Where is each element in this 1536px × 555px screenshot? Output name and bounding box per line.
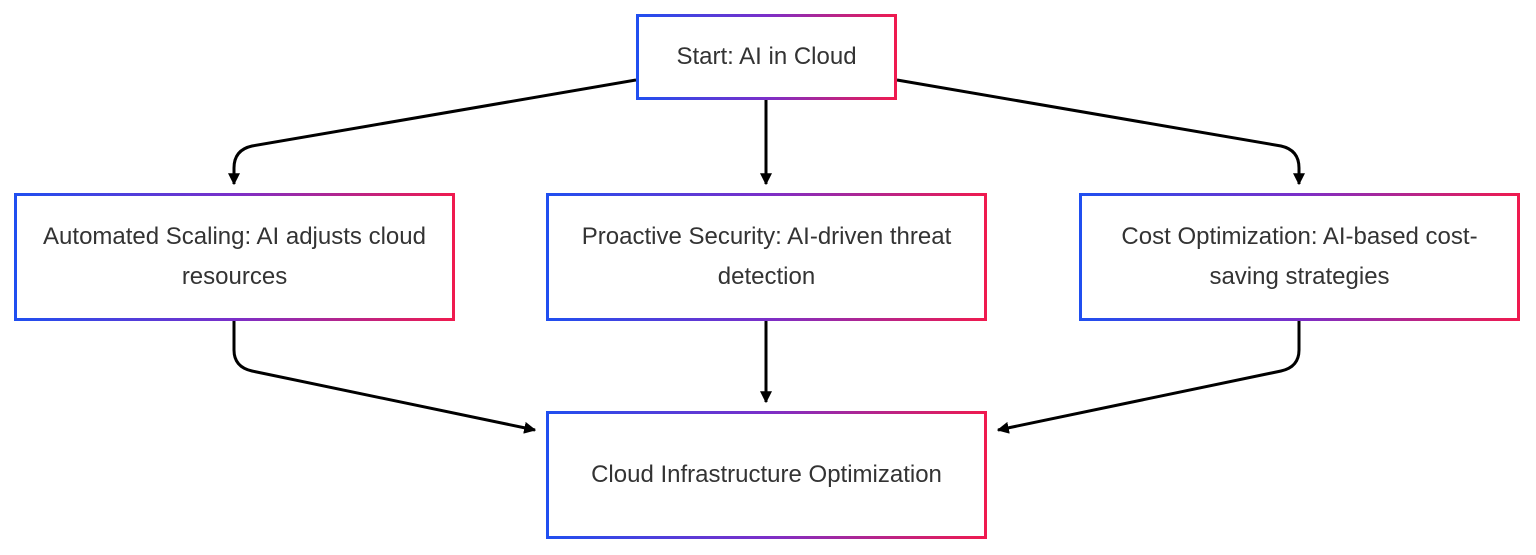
cloud-infrastructure-optimization-label: Cloud Infrastructure Optimization (591, 461, 942, 488)
edge-scaling-to-infra (232, 321, 537, 434)
edge-cost-to-infra (996, 321, 1301, 434)
cost-optimization-node: Cost Optimization: AI-based cost-saving … (1079, 193, 1520, 321)
edge-start-to-scaling (228, 78, 637, 186)
automated-scaling-label: Automated Scaling: AI adjusts cloud reso… (43, 223, 426, 290)
proactive-security-node: Proactive Security: AI-driven threat det… (546, 193, 987, 321)
cloud-infrastructure-optimization-node: Cloud Infrastructure Optimization (546, 411, 987, 539)
cost-optimization-label: Cost Optimization: AI-based cost-saving … (1121, 223, 1478, 290)
start-node: Start: AI in Cloud (636, 14, 897, 100)
start-node-label: Start: AI in Cloud (676, 43, 857, 70)
edge-start-to-cost (896, 78, 1305, 186)
automated-scaling-node: Automated Scaling: AI adjusts cloud reso… (14, 193, 455, 321)
proactive-security-label: Proactive Security: AI-driven threat det… (581, 223, 952, 290)
